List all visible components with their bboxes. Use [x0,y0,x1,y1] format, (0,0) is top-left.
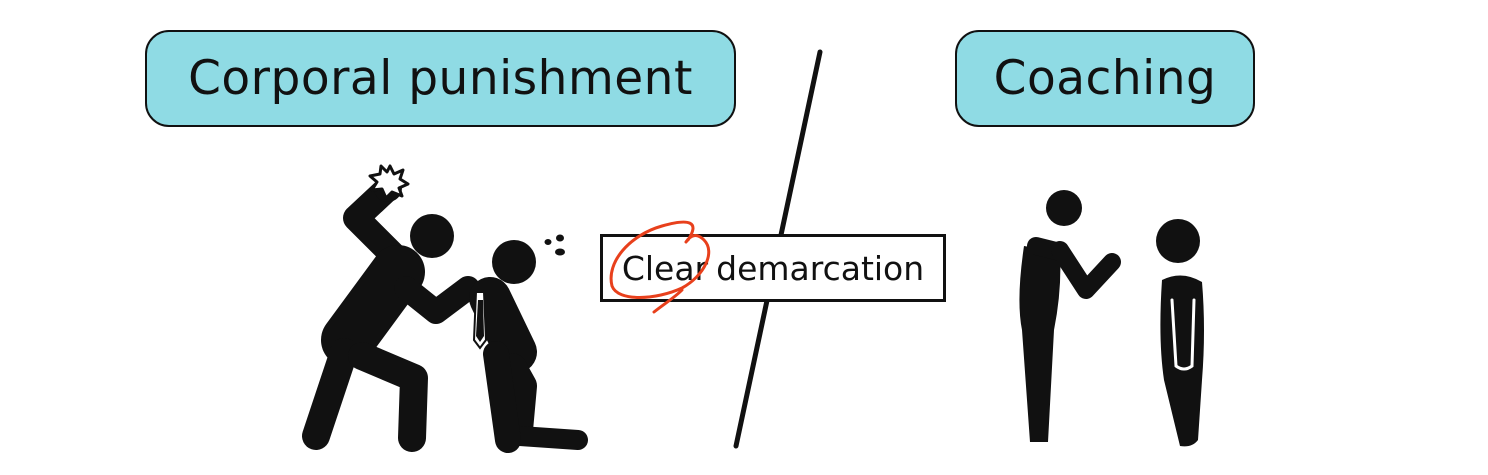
sweat-drops-icon [544,234,565,256]
student-figure [1156,219,1204,447]
necktie-icon [472,291,488,350]
clear-word: Clear [621,248,709,288]
puncher-figure [302,174,480,452]
victim-figure [469,240,588,453]
coaching-text: Coaching [993,51,1217,106]
demarcation-word: demarcation [716,248,925,288]
corporal-punishment-label: Corporal punishment [145,30,736,127]
impact-burst-icon [368,164,410,200]
corporal-punishment-text: Corporal punishment [188,51,693,106]
clear-demarcation-box: Clear demarcation [600,234,946,302]
coaching-label: Coaching [955,30,1255,127]
coach-figure [1019,190,1121,442]
